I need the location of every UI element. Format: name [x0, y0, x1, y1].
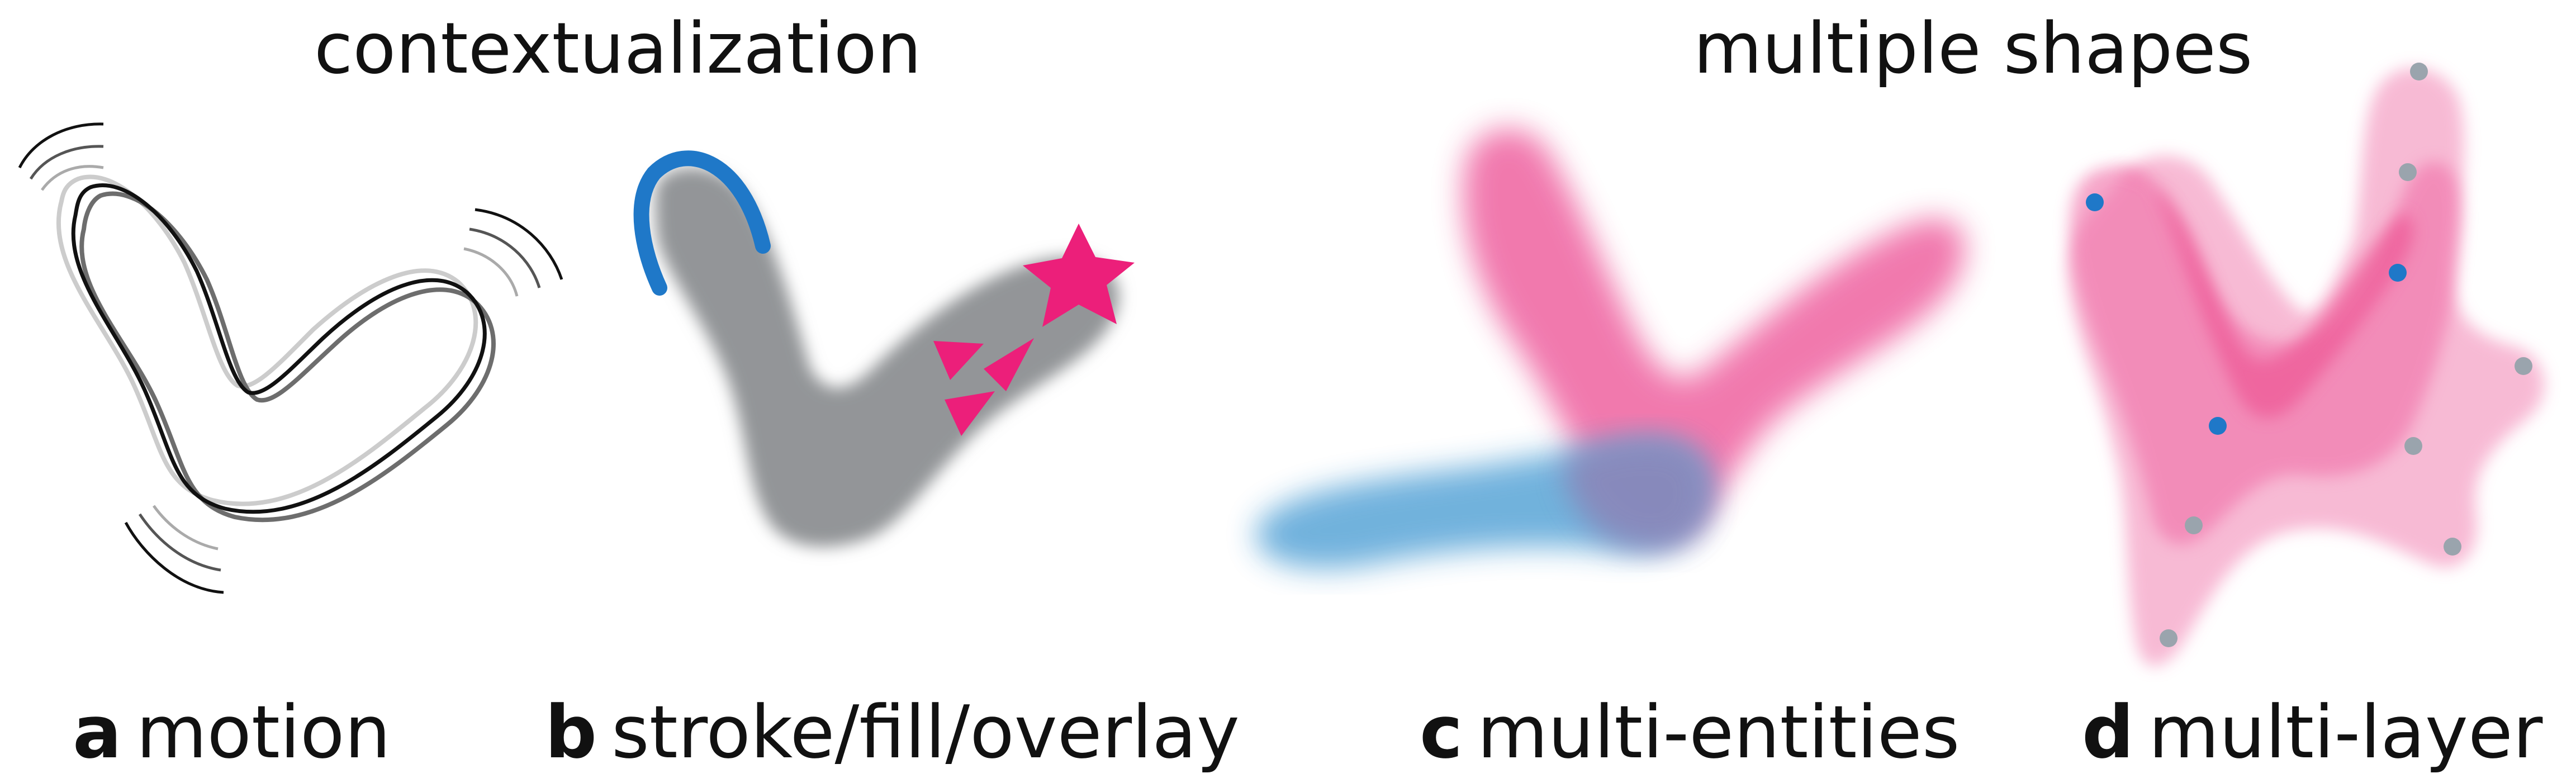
blue-dot — [2389, 264, 2407, 282]
blue-dot — [2209, 417, 2227, 435]
motion-line — [152, 505, 219, 551]
caption-c-label: multi-entities — [1477, 690, 1960, 775]
motion-line — [40, 165, 104, 191]
motion-current-shape — [71, 183, 487, 514]
motion-line — [138, 513, 221, 572]
triangle-overlay — [945, 391, 995, 436]
heading-multiple-shapes: multiple shapes — [1693, 7, 2253, 89]
motion-line — [475, 208, 563, 280]
pink-entity — [1463, 128, 1965, 532]
star-overlay — [1023, 224, 1135, 327]
inner-layer — [2090, 170, 2413, 418]
gray-dot — [2399, 163, 2417, 181]
panel-a-motion-illustration — [18, 122, 563, 594]
panel-d-multi-layer-illustration — [2068, 63, 2545, 667]
motion-line — [18, 122, 104, 169]
caption-a-letter: a — [73, 690, 122, 775]
caption-a-label: motion — [136, 690, 391, 775]
gray-dot — [2160, 629, 2177, 647]
caption-d-label: multi-layer — [2148, 690, 2543, 775]
panel-c-multi-entities-illustration — [1256, 128, 1965, 569]
gray-dot — [2444, 538, 2461, 556]
caption-b-label: stroke/fill/overlay — [611, 690, 1240, 775]
blue-stroke-segment — [633, 150, 771, 296]
panel-b-stroke-fill-overlay-illustration — [633, 150, 1135, 547]
gray-dot — [2410, 63, 2428, 80]
heading-contextualization: contextualization — [314, 7, 922, 89]
gray-dot — [2515, 357, 2532, 375]
motion-line — [124, 521, 224, 594]
gray-fill-shape — [654, 167, 1119, 547]
gray-dot — [2404, 437, 2422, 455]
triangle-overlay — [984, 338, 1034, 391]
gray-dot — [2185, 516, 2203, 534]
motion-line — [469, 227, 541, 288]
caption-b-letter: b — [545, 690, 597, 775]
middle-layer — [2070, 162, 2461, 545]
motion-line — [29, 145, 104, 180]
overlap-region — [1564, 439, 1710, 551]
caption-c-letter: c — [1420, 690, 1463, 775]
motion-trace-light — [56, 174, 478, 506]
blue-dot — [2086, 193, 2104, 211]
caption-d-letter: d — [2082, 690, 2134, 775]
triangle-overlay — [933, 341, 984, 380]
motion-line — [463, 247, 519, 297]
